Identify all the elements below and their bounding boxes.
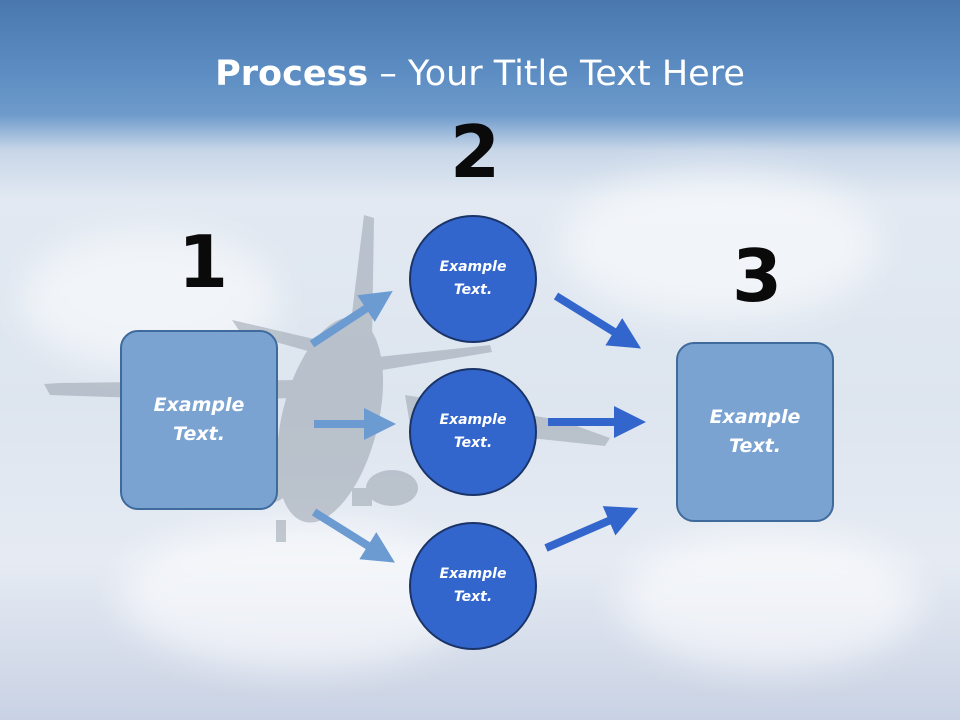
step-2-circle-bottom: Example Text. xyxy=(409,522,537,650)
cloud-shape xyxy=(560,170,880,320)
step-2-circle-middle: Example Text. xyxy=(409,368,537,496)
circle-middle-text: Example Text. xyxy=(439,412,507,451)
slide-title: Process – Your Title Text Here xyxy=(0,52,960,96)
title-bold: Process xyxy=(215,54,369,94)
step-number-2: 2 xyxy=(450,110,501,194)
step-3-box: Example Text. xyxy=(676,342,834,522)
title-rest: – Your Title Text Here xyxy=(368,54,745,94)
circle-bottom-text: Example Text. xyxy=(439,566,507,605)
arrow-to-circle-bottom xyxy=(311,508,395,563)
step-1-box-text: Example Text. xyxy=(153,394,245,445)
cloud-shape xyxy=(620,530,920,670)
step-2-circle-top: Example Text. xyxy=(409,215,537,343)
step-3-box-text: Example Text. xyxy=(709,406,801,457)
arrow-to-circle-top xyxy=(309,291,393,348)
arrow-from-circle-top xyxy=(553,292,642,349)
arrow-from-circle-bottom xyxy=(544,506,639,552)
step-number-3: 3 xyxy=(732,234,783,318)
circle-top-text: Example Text. xyxy=(439,259,507,298)
step-number-1: 1 xyxy=(178,220,229,304)
step-1-box: Example Text. xyxy=(120,330,278,510)
